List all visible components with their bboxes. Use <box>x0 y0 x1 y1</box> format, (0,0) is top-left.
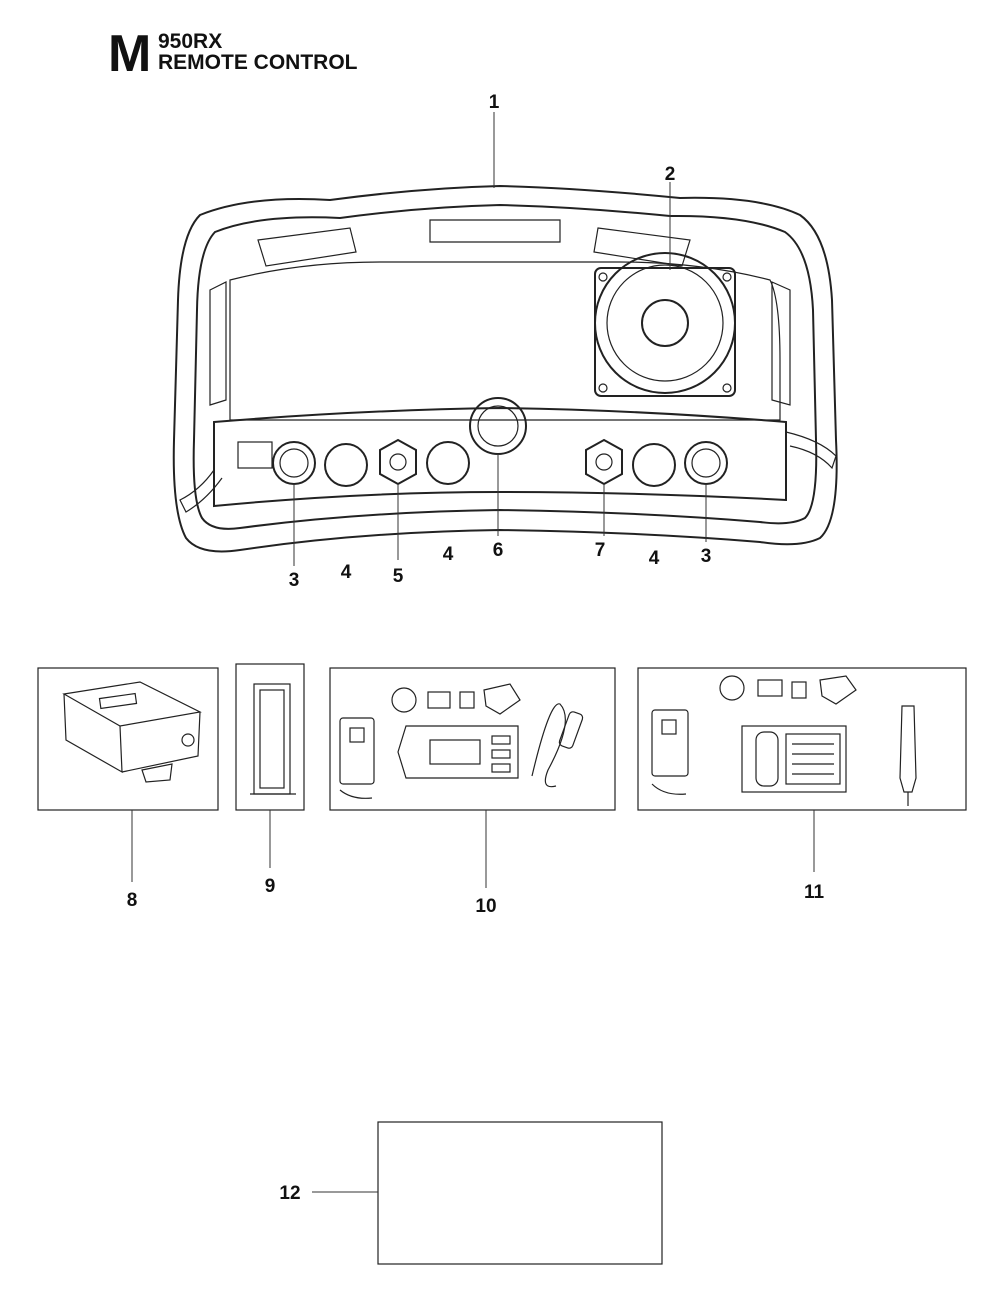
callout-4-c: 4 <box>649 548 660 569</box>
callout-7: 7 <box>595 540 606 561</box>
part-9-panel[interactable] <box>235 663 305 811</box>
remote-control-housing[interactable] <box>172 184 838 553</box>
leader-lines-bottom <box>131 810 815 1193</box>
charger-kit-panel[interactable] <box>329 667 616 811</box>
charger-kit-2-panel[interactable] <box>637 667 967 811</box>
switch-5 <box>379 438 417 486</box>
section-letter: M <box>108 25 151 83</box>
switch-7 <box>585 438 623 486</box>
button-3-left <box>272 441 316 485</box>
callout-3-left: 3 <box>289 570 300 591</box>
cap-4-b <box>426 441 470 485</box>
callout-9: 9 <box>265 876 276 897</box>
callout-6: 6 <box>493 540 504 561</box>
leader-lines-top <box>293 112 707 566</box>
model-number: 950RX <box>158 30 223 53</box>
cap-4-c <box>632 443 676 487</box>
part-12-box[interactable] <box>377 1121 663 1265</box>
callout-5: 5 <box>393 566 404 587</box>
callout-12: 12 <box>279 1183 300 1204</box>
callout-1: 1 <box>489 92 500 113</box>
battery-panel[interactable] <box>37 667 219 811</box>
callout-4-b: 4 <box>443 544 454 565</box>
callout-3-right: 3 <box>701 546 712 567</box>
callout-4-a: 4 <box>341 562 352 583</box>
page-title: REMOTE CONTROL <box>158 51 358 74</box>
callout-10: 10 <box>475 896 496 917</box>
joystick-assembly[interactable] <box>594 252 736 397</box>
callout-2: 2 <box>665 164 676 185</box>
button-3-right <box>684 441 728 485</box>
callout-11: 11 <box>804 882 825 903</box>
callout-8: 8 <box>127 890 138 911</box>
cap-4-a <box>324 443 368 487</box>
control-buttons <box>272 397 728 487</box>
